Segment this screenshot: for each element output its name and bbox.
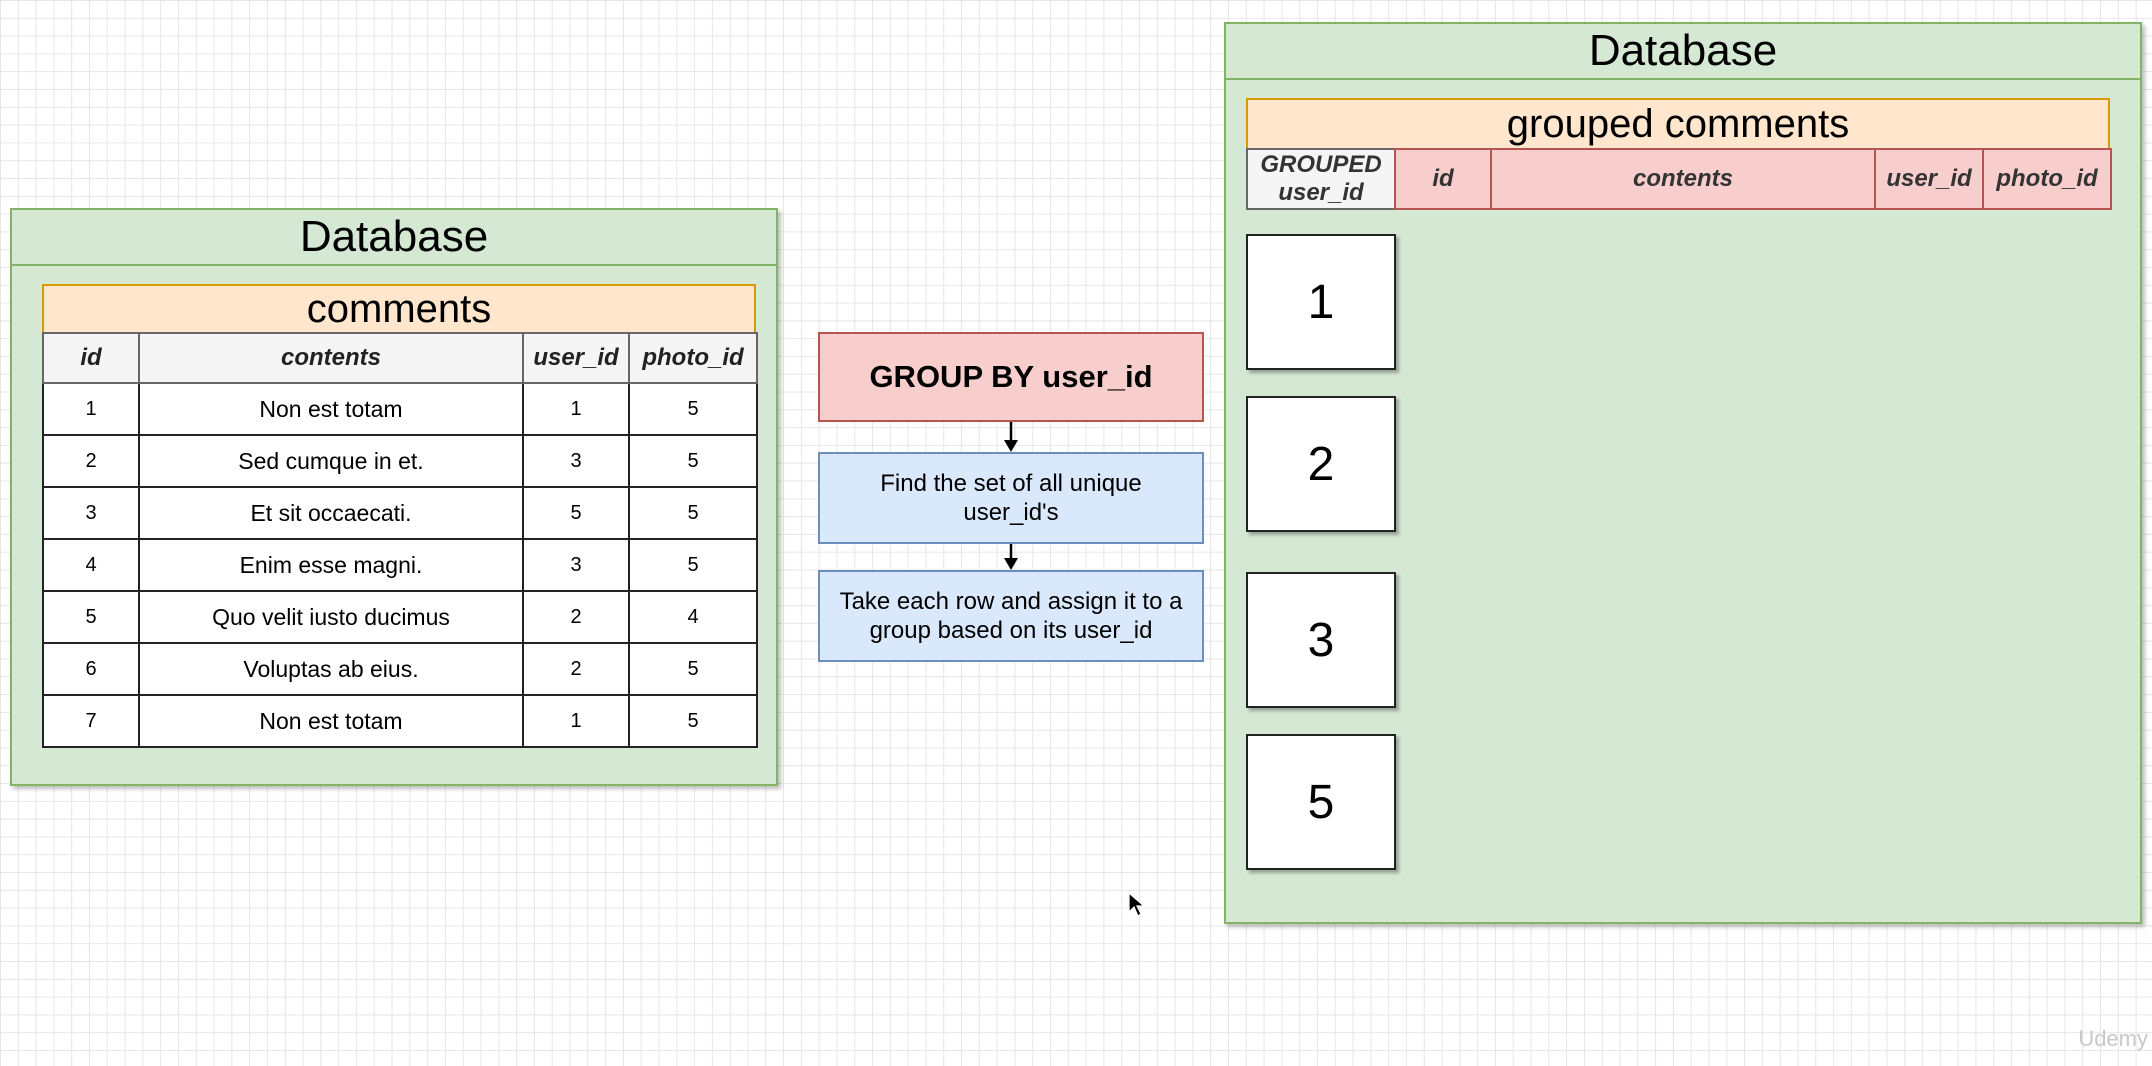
cell-user-id: 3 — [522, 434, 630, 488]
cell-contents: Quo velit iusto ducimus — [138, 590, 524, 644]
group-by-step: GROUP BY user_id — [818, 332, 1204, 422]
mouse-cursor-icon — [1128, 892, 1146, 917]
cell-photo-id: 5 — [628, 382, 758, 436]
cell-id: 4 — [42, 538, 140, 592]
cell-id: 2 — [42, 434, 140, 488]
cell-photo-id: 5 — [628, 538, 758, 592]
comments-table-name: comments — [42, 284, 756, 334]
cell-photo-id: 5 — [628, 486, 758, 540]
cell-photo-id: 5 — [628, 434, 758, 488]
cell-user-id: 2 — [522, 590, 630, 644]
database-container-right: Database grouped comments GROUPED user_i… — [1224, 22, 2142, 924]
cell-contents: Enim esse magni. — [138, 538, 524, 592]
cell-contents: Et sit occaecati. — [138, 486, 524, 540]
column-header-user-id: user_id — [522, 332, 630, 384]
cell-id: 3 — [42, 486, 140, 540]
cell-contents: Non est totam — [138, 694, 524, 748]
cell-contents: Non est totam — [138, 382, 524, 436]
cell-id: 1 — [42, 382, 140, 436]
column-header-contents: contents — [138, 332, 524, 384]
group-box: 2 — [1246, 396, 1396, 532]
column-header-grouped-user-id: GROUPED user_id — [1246, 148, 1396, 210]
group-box: 3 — [1246, 572, 1396, 708]
table-row: 2 Sed cumque in et. 3 5 — [42, 434, 758, 488]
cell-user-id: 2 — [522, 642, 630, 696]
comments-table: id contents user_id photo_id 1 Non est t… — [42, 332, 758, 748]
flow-arrow-2 — [1004, 544, 1018, 570]
database-title-left: Database — [12, 210, 776, 266]
flow-arrow-1 — [1004, 422, 1018, 452]
cell-contents: Sed cumque in et. — [138, 434, 524, 488]
group-box: 5 — [1246, 734, 1396, 870]
cell-user-id: 5 — [522, 486, 630, 540]
column-header-contents: contents — [1490, 148, 1876, 210]
table-row: 5 Quo velit iusto ducimus 2 4 — [42, 590, 758, 644]
find-unique-step: Find the set of all unique user_id's — [818, 452, 1204, 544]
table-row: 7 Non est totam 1 5 — [42, 694, 758, 748]
cell-id: 7 — [42, 694, 140, 748]
table-row: 4 Enim esse magni. 3 5 — [42, 538, 758, 592]
watermark-logo: Udemy — [2078, 1026, 2148, 1051]
cell-photo-id: 4 — [628, 590, 758, 644]
table-row: 3 Et sit occaecati. 5 5 — [42, 486, 758, 540]
cell-photo-id: 5 — [628, 694, 758, 748]
cell-user-id: 3 — [522, 538, 630, 592]
column-header-photo-id: photo_id — [1982, 148, 2112, 210]
assign-group-step: Take each row and assign it to a group b… — [818, 570, 1204, 662]
cell-id: 5 — [42, 590, 140, 644]
column-header-id: id — [1394, 148, 1492, 210]
cell-id: 6 — [42, 642, 140, 696]
grouped-header-row: GROUPED user_id id contents user_id phot… — [1246, 148, 2112, 210]
comments-header-row: id contents user_id photo_id — [42, 332, 758, 384]
column-header-user-id: user_id — [1874, 148, 1984, 210]
table-row: 1 Non est totam 1 5 — [42, 382, 758, 436]
cell-photo-id: 5 — [628, 642, 758, 696]
grouped-comments-table-name: grouped comments — [1246, 98, 2110, 150]
group-box: 1 — [1246, 234, 1396, 370]
table-row: 6 Voluptas ab eius. 2 5 — [42, 642, 758, 696]
column-header-id: id — [42, 332, 140, 384]
database-title-right: Database — [1226, 24, 2140, 80]
column-header-photo-id: photo_id — [628, 332, 758, 384]
cell-user-id: 1 — [522, 694, 630, 748]
cell-user-id: 1 — [522, 382, 630, 436]
cell-contents: Voluptas ab eius. — [138, 642, 524, 696]
database-container-left: Database comments id contents user_id ph… — [10, 208, 778, 786]
